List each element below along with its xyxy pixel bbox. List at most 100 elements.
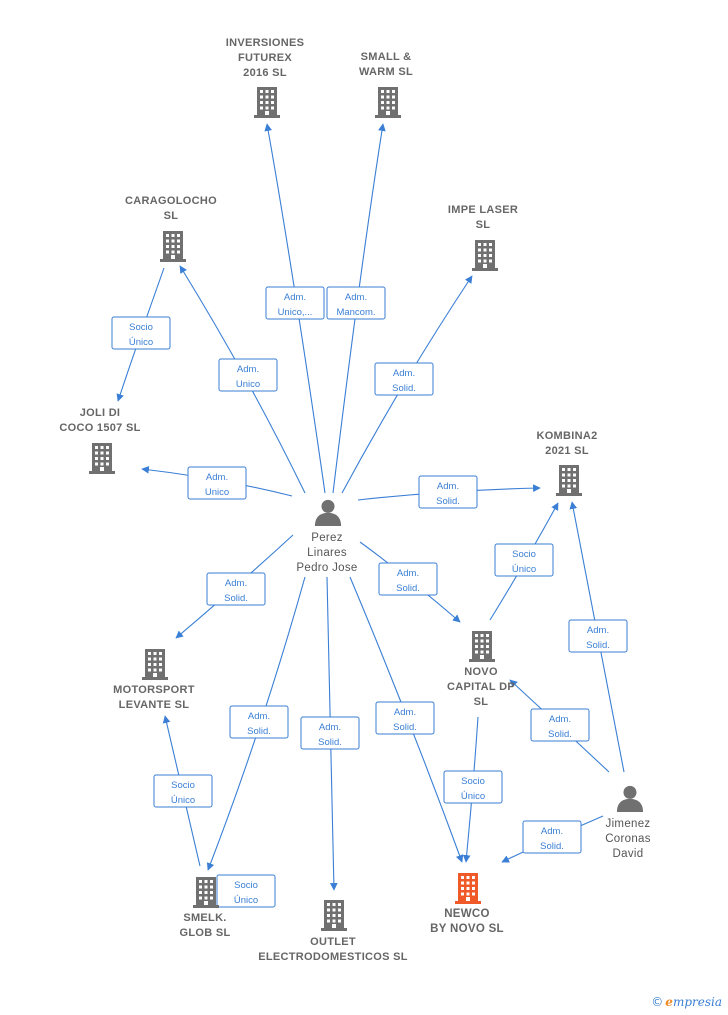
person-icon bbox=[616, 785, 644, 812]
company-building-icon bbox=[556, 465, 582, 496]
relation-label-line: Solid. bbox=[393, 722, 417, 733]
node-label-line: SL bbox=[474, 696, 489, 708]
node-label-line: 2021 SL bbox=[545, 445, 589, 457]
company-building-icon bbox=[89, 443, 115, 474]
relation-badge-perez-kombina2[interactable]: Adm.Solid. bbox=[418, 475, 478, 509]
relation-label-line: Adm. bbox=[397, 568, 419, 579]
nodes-layer: INVERSIONES FUTUREX 2016 SL SMALL &WARM SL C… bbox=[59, 37, 650, 963]
relation-label-line: Adm. bbox=[549, 714, 571, 725]
relation-label-line: Adm. bbox=[541, 826, 563, 837]
relation-label-line: Solid. bbox=[224, 593, 248, 604]
relation-badge-perez-joli[interactable]: Adm. Unico bbox=[187, 466, 247, 500]
node-newco[interactable]: NEWCO BY NOVO SL bbox=[430, 873, 504, 935]
relation-label-line: Unico bbox=[236, 379, 260, 390]
relation-label-line: Solid. bbox=[436, 496, 460, 507]
node-label-line: OUTLET bbox=[310, 936, 356, 948]
node-label-line: Pedro Jose bbox=[296, 562, 357, 574]
node-label-line: Linares bbox=[307, 547, 347, 559]
relation-label-line: Único bbox=[171, 795, 195, 806]
node-label-line: SMELK. bbox=[183, 912, 226, 924]
relation-badge-jimenez-newco[interactable]: Adm. Solid. bbox=[522, 820, 582, 854]
node-label-line: NOVO bbox=[464, 666, 498, 678]
relation-label-line: Adm. bbox=[345, 292, 367, 303]
relation-label-line: Adm. bbox=[248, 711, 270, 722]
node-label-line: Perez bbox=[311, 532, 343, 544]
person-icon bbox=[314, 499, 342, 526]
node-label-line: 2016 SL bbox=[243, 67, 287, 79]
relation-badge-perez-futurex[interactable]: Adm. Unico,... bbox=[265, 286, 325, 320]
relation-label-line: Solid. bbox=[318, 737, 342, 748]
relation-label-line: Adm. bbox=[284, 292, 306, 303]
relation-badge-perez-outlet[interactable]: Adm.Solid. bbox=[300, 716, 360, 750]
relation-label-line: Adm. bbox=[225, 578, 247, 589]
relation-badge-perez-caragolocho[interactable]: Adm. Unico bbox=[218, 358, 278, 392]
relation-label-line: Único bbox=[512, 564, 536, 575]
node-label-line: MOTORSPORT bbox=[113, 684, 195, 696]
node-label-line: CAPITAL DP bbox=[447, 681, 515, 693]
relation-badge-jimenez-novo[interactable]: Adm. Solid. bbox=[530, 708, 590, 742]
relation-badge-perez-smallwarm[interactable]: Adm. Mancom. bbox=[326, 286, 386, 320]
company-building-icon bbox=[193, 877, 219, 908]
relation-label-line: Único bbox=[234, 895, 258, 906]
relation-label-line: Socio bbox=[512, 549, 536, 560]
relation-label-line: Socio bbox=[461, 776, 485, 787]
node-label-line: COCO 1507 SL bbox=[59, 422, 140, 434]
company-building-icon bbox=[142, 649, 168, 680]
relation-label-line: Socio bbox=[129, 322, 153, 333]
node-label-line: SL bbox=[164, 210, 179, 222]
node-joli[interactable]: JOLI DI COCO 1507 SL bbox=[59, 407, 140, 474]
node-label-line: JOLI DI bbox=[80, 407, 121, 419]
company-building-icon bbox=[254, 87, 280, 118]
relation-label-line: Unico bbox=[205, 487, 229, 498]
relation-label-line: Solid. bbox=[392, 383, 416, 394]
node-label-line: GLOB SL bbox=[180, 927, 231, 939]
node-futurex[interactable]: INVERSIONES FUTUREX 2016 SL bbox=[226, 37, 305, 118]
node-smelk[interactable]: SMELK. GLOB SL bbox=[180, 877, 231, 939]
relation-label-line: Unico,... bbox=[278, 307, 313, 318]
node-caragolocho[interactable]: CARAGOLOCHO SL bbox=[125, 195, 217, 262]
relation-label-line: Socio bbox=[171, 780, 195, 791]
node-novo[interactable]: NOVO CAPITAL DP SL bbox=[447, 631, 515, 708]
relation-badge-jimenez-kombina2[interactable]: Adm.Solid. bbox=[568, 619, 628, 653]
relation-label-line: Solid. bbox=[396, 583, 420, 594]
relation-label-line: Adm. bbox=[237, 364, 259, 375]
node-label-line: INVERSIONES bbox=[226, 37, 305, 49]
node-label-line: NEWCO bbox=[444, 908, 490, 920]
copyright-icon: © bbox=[651, 995, 664, 1009]
relation-label-line: Solid. bbox=[548, 729, 572, 740]
relation-badge-perez-impelaser[interactable]: Adm.Solid. bbox=[374, 362, 434, 396]
node-smallwarm[interactable]: SMALL &WARM SL bbox=[359, 51, 413, 118]
relation-label-line: Solid. bbox=[540, 841, 564, 852]
node-label-line: David bbox=[613, 848, 644, 860]
badges-layer: Adm.Unico,...Adm.Mancom.Adm.UnicoAdm.Sol… bbox=[111, 286, 628, 908]
node-label-line: CARAGOLOCHO bbox=[125, 195, 217, 207]
relation-badge-perez-motorsport[interactable]: Adm. Solid. bbox=[206, 572, 266, 606]
relation-label-line: Solid. bbox=[247, 726, 271, 737]
relation-badge-perez-smelk[interactable]: Adm. Solid. bbox=[229, 705, 289, 739]
relation-badge-perez-novo[interactable]: Adm. Solid. bbox=[378, 562, 438, 596]
relation-badge-perez-newco[interactable]: Adm.Solid. bbox=[375, 701, 435, 735]
company-building-icon bbox=[375, 87, 401, 118]
empresia-logo[interactable]: ©empresia bbox=[651, 995, 722, 1009]
relation-label-line: Adm. bbox=[206, 472, 228, 483]
relation-label-line: Socio bbox=[234, 880, 258, 891]
relation-label-line: Mancom. bbox=[336, 307, 375, 318]
relation-label-line: Solid. bbox=[586, 640, 610, 651]
node-label-line: WARM SL bbox=[359, 66, 413, 78]
node-label-line: BY NOVO SL bbox=[430, 923, 504, 935]
company-building-icon bbox=[160, 231, 186, 262]
relation-label-line: Único bbox=[461, 791, 485, 802]
company-building-icon bbox=[472, 240, 498, 271]
node-label-line: FUTUREX bbox=[238, 52, 292, 64]
